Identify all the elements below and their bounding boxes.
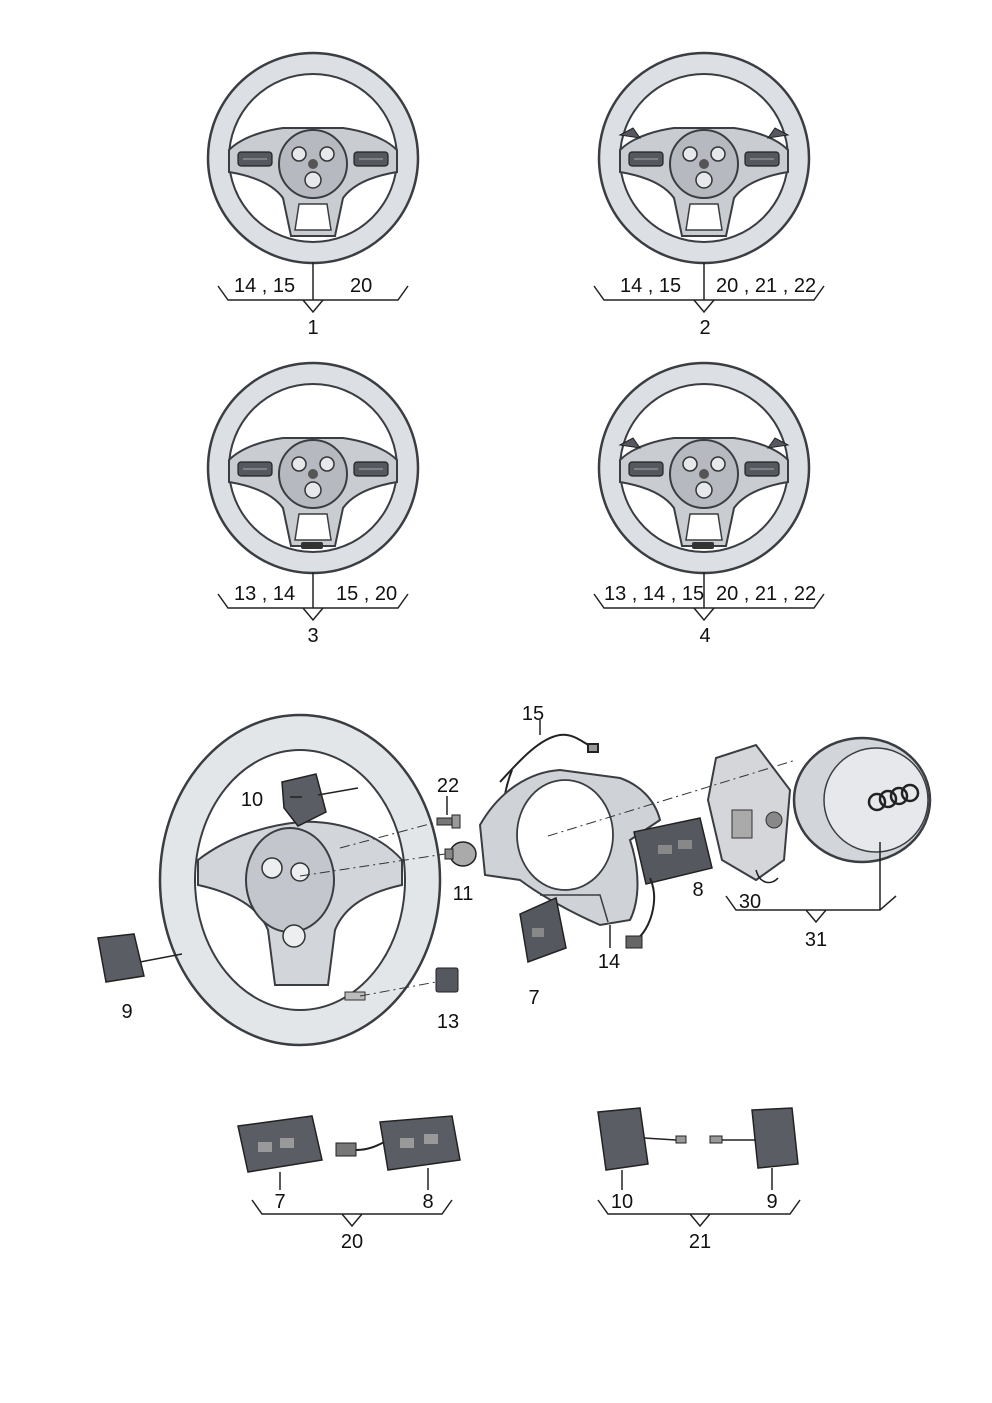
subassembly-21-number: 21: [688, 1231, 712, 1253]
part-22-bolt: [436, 814, 461, 829]
subassembly-20-number: 20: [340, 1231, 364, 1253]
wheel-4-left-label: 13 , 14 , 15: [604, 583, 705, 605]
part-9-paddle: [97, 933, 183, 983]
callout-10: 10: [240, 789, 264, 811]
callout-8: 8: [692, 879, 704, 901]
leader-lines: [299, 759, 797, 997]
callout-15: 15: [521, 703, 545, 725]
wheel-2-number: 2: [699, 317, 711, 339]
part-14-cover: [478, 768, 662, 927]
audi-rings-icon: [867, 783, 920, 812]
wheel-2-left-label: 14 , 15: [620, 275, 682, 297]
callout-30: 30: [738, 891, 762, 913]
wheel-4: [597, 361, 811, 575]
part-8-switch: [625, 817, 713, 949]
part-10-paddle: [281, 773, 359, 827]
exploded-wheel: [158, 713, 442, 1047]
callout-7: 7: [528, 987, 540, 1009]
callout-9: 9: [121, 1001, 133, 1023]
callout-14: 14: [597, 951, 621, 973]
subassembly-20-left-label: 7: [274, 1191, 286, 1213]
wheel-4-number: 4: [699, 625, 711, 647]
wheel-1-number: 1: [307, 317, 319, 339]
bottom-brackets: [251, 1168, 801, 1228]
wheel-1-right-label: 20: [350, 275, 373, 297]
part-13-switch: [435, 967, 459, 993]
wheel-3: [206, 361, 420, 575]
airbag-module: [792, 736, 932, 864]
subassembly-21: [597, 1107, 799, 1171]
part-7-switch: [519, 896, 567, 964]
wheel-1-left-label: 14 , 15: [234, 275, 296, 297]
wheel-3-number: 3: [307, 625, 319, 647]
wheel-3-right-label: 15 , 20: [336, 583, 398, 605]
wheel-2-right-label: 20 , 21 , 22: [716, 275, 817, 297]
wheel-2: [597, 51, 811, 265]
wheel-4-right-label: 20 , 21 , 22: [716, 583, 817, 605]
subassembly-21-right-label: 9: [766, 1191, 778, 1213]
subassembly-20-right-label: 8: [422, 1191, 434, 1213]
part-11-nut: [444, 841, 477, 867]
wheel-1: [206, 51, 420, 265]
top-brackets: [217, 262, 825, 622]
callout-lines: [290, 720, 897, 948]
callout-13: 13: [436, 1011, 460, 1033]
callout-11: 11: [452, 883, 474, 905]
subassembly-20: [237, 1115, 461, 1173]
wheel-3-left-label: 13 , 14: [234, 583, 296, 605]
part-30-bracket: [706, 743, 792, 884]
subassembly-21-left-label: 10: [610, 1191, 634, 1213]
callout-22: 22: [436, 775, 460, 797]
callout-31: 31: [804, 929, 828, 951]
